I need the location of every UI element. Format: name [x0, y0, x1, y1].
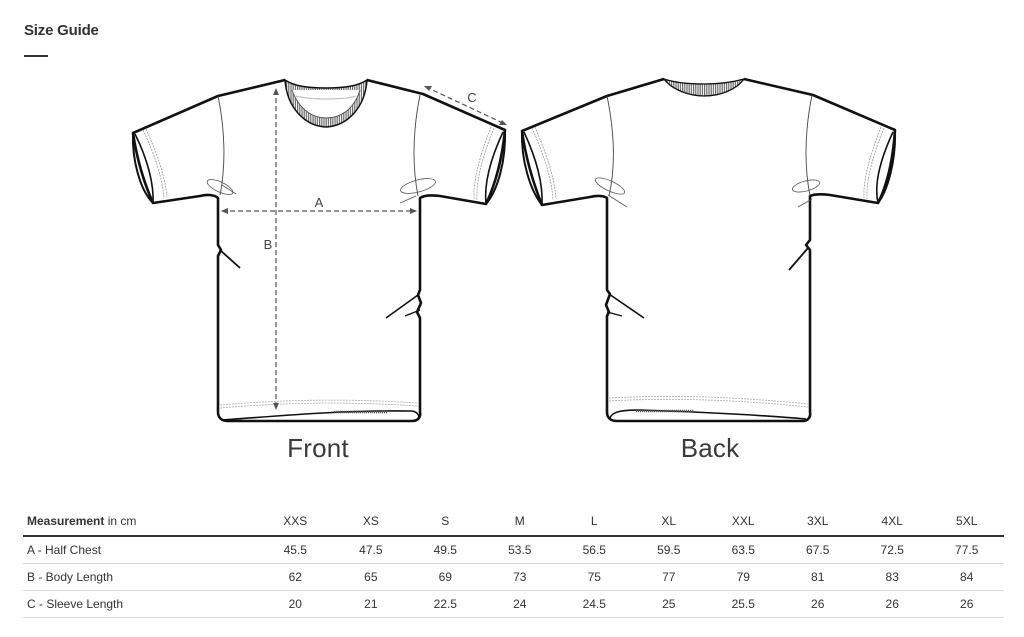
cell-value: 24: [513, 597, 527, 611]
cell-value: 83: [885, 570, 899, 584]
cell-value: 67.5: [806, 543, 830, 557]
cell-value: 81: [811, 570, 825, 584]
cell-value: 65: [364, 570, 378, 584]
cell-value: 26: [885, 597, 899, 611]
size-header: M: [514, 514, 525, 528]
cell-value: 69: [438, 570, 452, 584]
size-header: XS: [362, 514, 379, 528]
size-header: XXL: [731, 514, 755, 528]
cell-value: 25: [662, 597, 676, 611]
cell-value: 79: [736, 570, 750, 584]
cell-value: 49.5: [433, 543, 457, 557]
cell-value: 62: [288, 570, 302, 584]
size-header: L: [590, 514, 598, 528]
table-row: B - Body Length 62 65 69 73 75 77 79 81 …: [23, 564, 1004, 591]
measure-c-arrow: [424, 86, 507, 125]
row-label: A - Half Chest: [27, 543, 102, 557]
cell-value: 59.5: [657, 543, 681, 557]
measurement-header-unit: in cm: [104, 514, 137, 528]
size-header: S: [441, 514, 450, 528]
size-chart-table: Measurement in cm XXS XS S M L XL XXL 3X…: [23, 508, 1004, 618]
front-tshirt-drawing: A B C: [131, 78, 507, 423]
measure-c-label: C: [467, 90, 476, 105]
front-view-label: Front: [287, 433, 349, 463]
size-header: XXS: [283, 514, 308, 528]
row-label: B - Body Length: [27, 570, 114, 584]
cell-value: 45.5: [283, 543, 307, 557]
cell-value: 73: [513, 570, 527, 584]
tshirt-illustrations: A B C: [131, 77, 897, 423]
cell-value: 22.5: [433, 597, 457, 611]
cell-value: 26: [960, 597, 974, 611]
cell-value: 84: [960, 570, 974, 584]
measurement-header-bold: Measurement: [27, 514, 105, 528]
cell-value: 20: [288, 597, 302, 611]
title-underline: [24, 55, 48, 57]
cell-value: 21: [364, 597, 378, 611]
cell-value: 77.5: [955, 543, 979, 557]
measure-b-arrow: [273, 88, 279, 410]
cell-value: 56.5: [582, 543, 606, 557]
cell-value: 63.5: [731, 543, 755, 557]
cell-value: 53.5: [508, 543, 532, 557]
back-view-label: Back: [680, 433, 740, 463]
cell-value: 47.5: [359, 543, 383, 557]
back-tshirt-drawing: [520, 77, 897, 423]
page-title: Size Guide: [24, 22, 99, 39]
measure-a-label: A: [315, 195, 324, 210]
cell-value: 25.5: [731, 597, 755, 611]
row-label: C - Sleeve Length: [27, 597, 124, 611]
table-header-row: Measurement in cm XXS XS S M L XL XXL 3X…: [23, 508, 1004, 536]
measure-a-arrow: [221, 208, 417, 214]
cell-value: 24.5: [582, 597, 606, 611]
cell-value: 77: [662, 570, 676, 584]
cell-value: 75: [587, 570, 601, 584]
cell-value: 72.5: [880, 543, 904, 557]
table-row: A - Half Chest 45.5 47.5 49.5 53.5 56.5 …: [23, 536, 1004, 564]
size-header: 3XL: [807, 514, 829, 528]
size-header: 4XL: [881, 514, 903, 528]
cell-value: 26: [811, 597, 825, 611]
table-row: C - Sleeve Length 20 21 22.5 24 24.5 25 …: [23, 591, 1004, 618]
size-header: XL: [661, 514, 677, 528]
measure-b-label: B: [264, 237, 273, 252]
measurement-header: Measurement in cm: [23, 508, 257, 536]
size-header: 5XL: [956, 514, 978, 528]
